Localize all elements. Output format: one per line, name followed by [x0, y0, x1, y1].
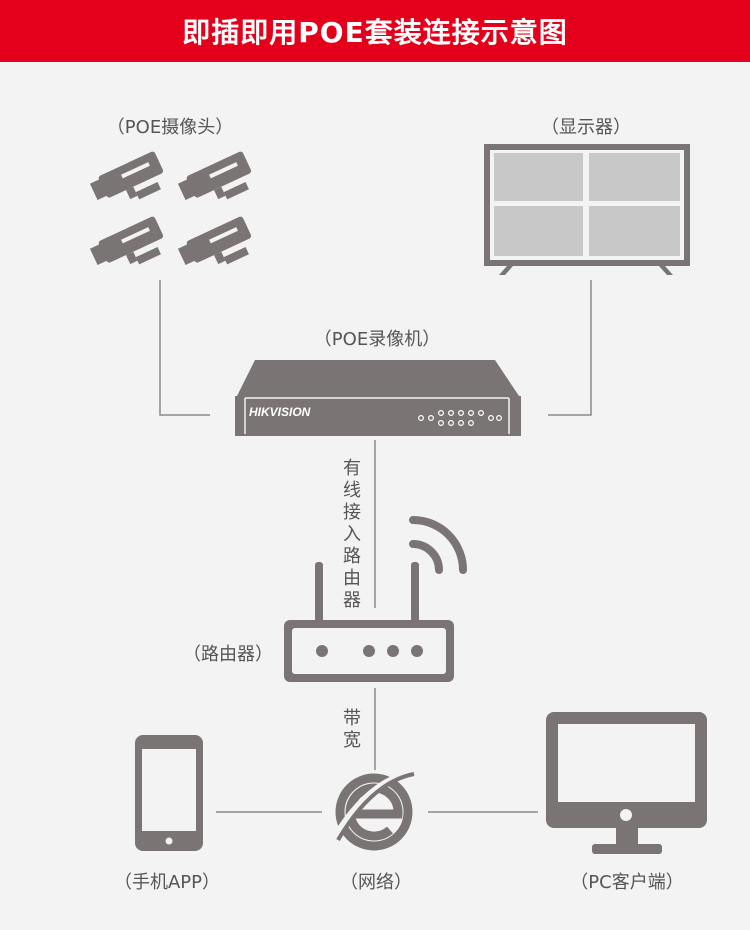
wifi-icon	[409, 516, 467, 574]
phone-icon	[135, 735, 203, 851]
camera-group	[88, 150, 258, 281]
pc-label: （PC客户端）	[570, 872, 684, 893]
nvr-icon: HIKVISION	[235, 360, 521, 436]
router-label: （路由器）	[183, 644, 273, 665]
camera-icon	[176, 215, 258, 281]
nvr-label: （POE录像机）	[313, 329, 441, 350]
camera-icon	[176, 150, 258, 216]
wired-link-label: 有线接入路由器	[343, 458, 361, 611]
camera-icon	[88, 215, 170, 281]
camera-icon	[88, 150, 170, 216]
internet-icon	[331, 769, 417, 851]
cameras-label: （POE摄像头）	[106, 117, 234, 138]
pc-icon	[546, 712, 707, 854]
monitor-icon	[484, 144, 690, 275]
monitor-nvr-line	[548, 280, 592, 416]
nvr-brand: HIKVISION	[249, 405, 311, 419]
monitor-label: （显示器）	[541, 117, 631, 138]
camera-nvr-line	[159, 280, 210, 416]
phone-label: （手机APP）	[113, 872, 221, 893]
internet-label: （网络）	[340, 872, 412, 893]
router-icon	[284, 516, 467, 682]
page-title: 即插即用POE套装连接示意图	[0, 0, 750, 62]
bandwidth-label: 带宽	[343, 708, 361, 751]
